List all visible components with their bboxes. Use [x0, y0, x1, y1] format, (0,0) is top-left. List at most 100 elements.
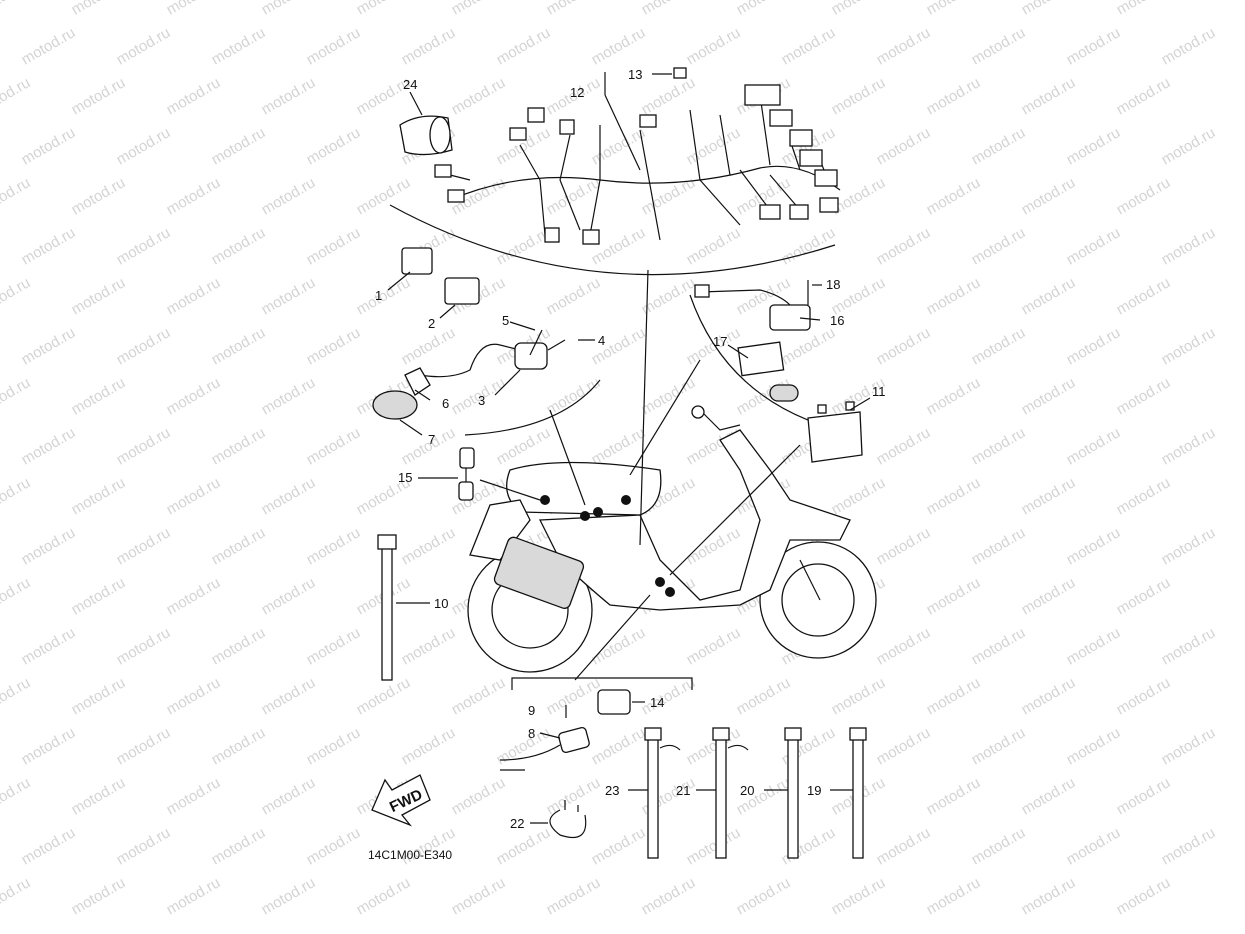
watermark-text: motod.ru	[259, 674, 319, 718]
watermark-text: motod.ru	[114, 424, 174, 468]
watermark-text: motod.ru	[304, 624, 364, 668]
watermark-text: motod.ru	[589, 424, 649, 468]
callout-10: 10	[434, 596, 448, 611]
watermark-text: motod.ru	[829, 474, 889, 518]
watermark-text: motod.ru	[1019, 874, 1079, 918]
callout-7: 7	[428, 432, 435, 447]
watermark-text: motod.ru	[1064, 724, 1124, 768]
watermark-text: motod.ru	[969, 524, 1029, 568]
callout-4: 4	[598, 333, 605, 348]
watermark-text: motod.ru	[304, 724, 364, 768]
watermark-text: motod.ru	[589, 724, 649, 768]
watermark-text: motod.ru	[589, 24, 649, 68]
watermark-text: motod.ru	[69, 674, 129, 718]
watermark-text: motod.ru	[259, 0, 319, 18]
watermark-text: motod.ru	[779, 24, 839, 68]
ignition-coil-group	[372, 321, 595, 436]
watermark-text: motod.ru	[1019, 74, 1079, 118]
watermark-text: motod.ru	[1019, 674, 1079, 718]
watermark-text: motod.ru	[684, 624, 744, 668]
watermark-text: motod.ru	[0, 174, 33, 218]
watermark-text: motod.ru	[209, 224, 269, 268]
watermark-text: motod.ru	[0, 674, 33, 718]
wire-harness	[434, 72, 841, 245]
watermark-text: motod.ru	[164, 574, 224, 618]
watermark-text: motod.ru	[164, 474, 224, 518]
callout-21: 21	[676, 783, 690, 798]
watermark-text: motod.ru	[259, 474, 319, 518]
watermark-text: motod.ru	[1114, 274, 1174, 318]
watermark-text: motod.ru	[0, 74, 33, 118]
watermark-text: motod.ru	[1064, 324, 1124, 368]
watermark-text: motod.ru	[924, 574, 984, 618]
watermark-text: motod.ru	[114, 124, 174, 168]
callout-19: 19	[807, 783, 821, 798]
watermark-text: motod.ru	[924, 774, 984, 818]
watermark-text: motod.ru	[1159, 424, 1219, 468]
watermark-text: motod.ru	[589, 824, 649, 868]
watermark-text: motod.ru	[164, 374, 224, 418]
watermark-text: motod.ru	[354, 274, 414, 318]
watermark-text: motod.ru	[0, 574, 33, 618]
watermark-text: motod.ru	[69, 374, 129, 418]
watermark-text: motod.ru	[114, 724, 174, 768]
watermark-text: motod.ru	[449, 674, 509, 718]
watermark-text: motod.ru	[544, 274, 604, 318]
watermark-text: motod.ru	[1159, 624, 1219, 668]
watermark-text: motod.ru	[1114, 574, 1174, 618]
sender-unit-group	[418, 280, 822, 501]
watermark-text: motod.ru	[924, 174, 984, 218]
watermark-text: motod.ru	[259, 274, 319, 318]
watermark-text: motod.ru	[684, 24, 744, 68]
callout-6: 6	[442, 396, 449, 411]
watermark-text: motod.ru	[0, 774, 33, 818]
watermark-text: motod.ru	[1064, 624, 1124, 668]
watermark-text: motod.ru	[69, 874, 129, 918]
watermark-text: motod.ru	[829, 674, 889, 718]
relay-parts	[387, 247, 480, 319]
watermark-text: motod.ru	[639, 0, 699, 18]
watermark-text: motod.ru	[209, 624, 269, 668]
watermark-text: motod.ru	[1064, 824, 1124, 868]
watermark-text: motod.ru	[639, 874, 699, 918]
watermark-text: motod.ru	[1064, 24, 1124, 68]
watermark-text: motod.ru	[0, 474, 33, 518]
watermark-text: motod.ru	[259, 374, 319, 418]
watermark-text: motod.ru	[19, 224, 79, 268]
watermark-text: motod.ru	[1159, 524, 1219, 568]
watermark-text: motod.ru	[1019, 574, 1079, 618]
watermark-text: motod.ru	[544, 374, 604, 418]
watermark-text: motod.ru	[0, 0, 33, 18]
watermark-text: motod.ru	[544, 674, 604, 718]
watermark-text: motod.ru	[114, 24, 174, 68]
watermark-text: motod.ru	[1114, 474, 1174, 518]
watermark-text: motod.ru	[19, 324, 79, 368]
callout-5: 5	[502, 313, 509, 328]
watermark-text: motod.ru	[164, 874, 224, 918]
watermark-text: motod.ru	[969, 424, 1029, 468]
watermark-text: motod.ru	[1159, 824, 1219, 868]
watermark-text: motod.ru	[209, 424, 269, 468]
watermark-text: motod.ru	[114, 524, 174, 568]
watermark-text: motod.ru	[69, 0, 129, 18]
watermark-text: motod.ru	[639, 674, 699, 718]
watermark-layer: motod.ru motod.ru motod.ru motod.ru motod.ru…	[0, 0, 1218, 918]
watermark-text: motod.ru	[449, 874, 509, 918]
watermark-text: motod.ru	[544, 874, 604, 918]
watermark-text: motod.ru	[874, 724, 934, 768]
watermark-text: motod.ru	[304, 24, 364, 68]
watermark-text: motod.ru	[874, 224, 934, 268]
watermark-text: motod.ru	[209, 24, 269, 68]
callout-11: 11	[872, 384, 886, 399]
watermark-text: motod.ru	[969, 824, 1029, 868]
sleeve-part	[399, 91, 453, 156]
watermark-text: motod.ru	[1064, 224, 1124, 268]
watermark-text: motod.ru	[924, 474, 984, 518]
watermark-text: motod.ru	[544, 0, 604, 18]
watermark-text: motod.ru	[449, 0, 509, 18]
watermark-text: motod.ru	[874, 24, 934, 68]
watermark-text: motod.ru	[69, 774, 129, 818]
watermark-text: motod.ru	[924, 0, 984, 18]
diagram-code: 14C1M00-E340	[368, 848, 452, 862]
